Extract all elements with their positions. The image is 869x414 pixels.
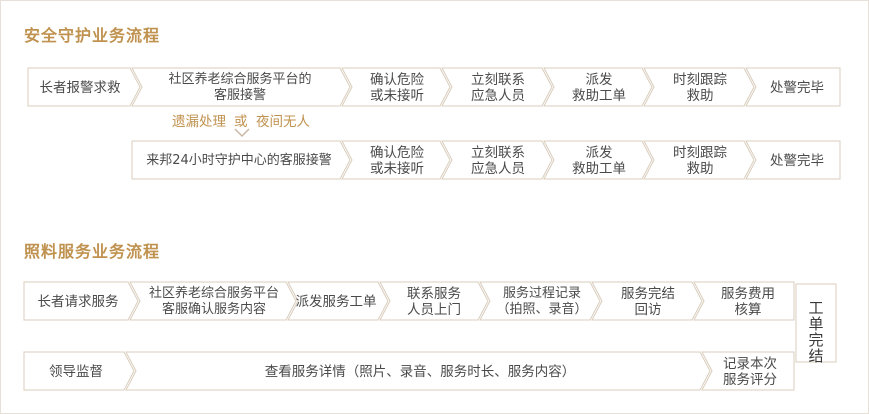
care-r2-box-1: [23, 351, 135, 391]
sec-r1-box-5: [543, 67, 653, 107]
care-section-title: 照料服务业务流程: [24, 242, 161, 261]
care-r2-box-3: [701, 351, 795, 391]
sec-r1-box-2: [131, 67, 351, 107]
sec-r2-box-1: [131, 140, 351, 180]
care-r2-step-1: 领导监督: [49, 364, 103, 380]
sec-r1-box-1: [27, 67, 141, 107]
sec-r2-step-1: 来邦24小时守护中心的客服接警: [146, 153, 332, 168]
care-r1-box-1: [23, 281, 139, 321]
sec-r1-step-1: 长者报警求救: [39, 80, 121, 96]
sec-r1-step-2: 社区养老综合服务平台的 客服接警: [168, 72, 312, 103]
sec-r2-box-6: [745, 140, 841, 180]
chevron-down-icon: [234, 128, 250, 138]
security-section-title: 安全守护业务流程: [24, 26, 161, 45]
sec-r1-box-7: [745, 67, 841, 107]
care-r2-step-3: 记录本次 服务评分: [723, 356, 777, 388]
care-r2-box-2: [125, 351, 711, 391]
sec-r1-box-3: [341, 67, 451, 107]
note-night: 夜间无人: [256, 114, 310, 130]
care-r1-step-7: 服务费用 核算: [721, 286, 775, 318]
sec-r1-step-4: 立刻联系 应急人员: [471, 72, 525, 104]
complete-box-shape: [795, 283, 837, 363]
care-r1-box-6: [591, 281, 703, 321]
care-r1-step-4: 联系服务 人员上门: [407, 286, 461, 318]
care-r1-box-7: [693, 281, 795, 321]
sec-r2-step-2: 确认危险 或未接听: [370, 145, 424, 177]
care-r1-box-2: [129, 281, 297, 321]
work-order-complete-label: 工 单 完 结: [808, 299, 824, 365]
sec-r1-step-7: 处警完毕: [770, 80, 824, 96]
sec-r1-step-6: 时刻跟踪 救助: [673, 72, 727, 104]
care-r1-step-1: 长者请求服务: [37, 294, 119, 310]
sec-r2-step-4: 派发 救助工单: [572, 145, 626, 177]
sec-r2-step-6: 处警完毕: [770, 153, 824, 169]
sec-r2-box-5: [643, 140, 755, 180]
care-r1-step-3: 派发服务工单: [295, 294, 377, 310]
care-r1-box-4: [379, 281, 489, 321]
sec-r1-box-4: [441, 67, 553, 107]
sec-r1-step-5: 派发 救助工单: [572, 72, 626, 104]
note-or: 或: [234, 114, 248, 130]
care-r1-step-5: 服务过程记录 （拍照、录音）: [496, 286, 588, 317]
note-omission: 遗漏处理: [172, 114, 226, 130]
sec-r2-box-4: [543, 140, 653, 180]
sec-r2-box-3: [441, 140, 553, 180]
sec-r2-step-3: 立刻联系 应急人员: [471, 145, 525, 177]
sec-r1-box-6: [643, 67, 755, 107]
care-r1-step-2: 社区养老综合服务平台 客服确认服务内容: [148, 286, 279, 317]
care-r1-step-6: 服务完结 回访: [621, 286, 675, 318]
sec-r2-box-2: [341, 140, 451, 180]
care-r1-box-5: [479, 281, 601, 321]
care-r1-box-3: [287, 281, 389, 321]
sec-r1-step-3: 确认危险 或未接听: [370, 72, 424, 104]
sec-r2-step-5: 时刻跟踪 救助: [673, 145, 727, 177]
care-r2-step-2: 查看服务详情（照片、录音、服务时长、服务内容）: [264, 364, 576, 380]
